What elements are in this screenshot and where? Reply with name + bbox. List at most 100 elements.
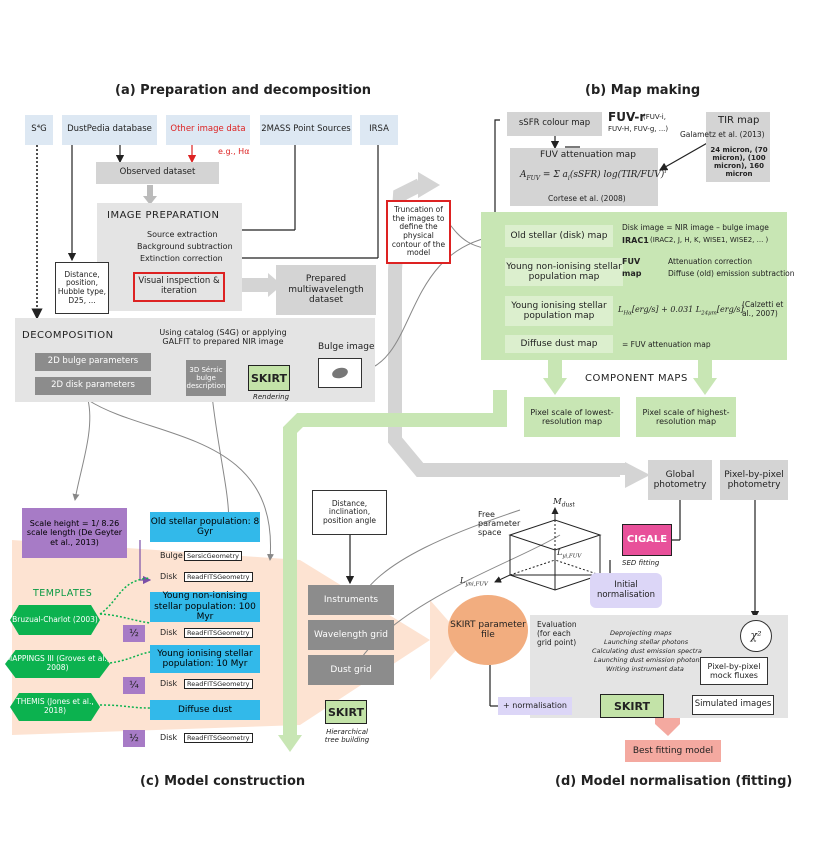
twomass-source: 2MASS Point Sources [260,115,352,145]
map-label: map [622,269,642,278]
tir-bands: 24 micron, (70 micron), (100 micron), 16… [710,146,768,178]
fits-geometry-yi: ReadFITSGeometry [184,679,253,689]
templates-title: TEMPLATES [33,588,93,599]
distance-inclination: Distance, inclination, position angle [312,490,387,535]
prep-step-3: Extinction correction [140,254,223,263]
diffuse-dust-map: Diffuse dust map [505,335,613,353]
evaluation-title: Evaluation (for each grid point) [537,620,577,647]
fits-geometry-yni: ReadFITSGeometry [184,628,253,638]
tir-map-title: TIR map [718,115,760,126]
attenuation-correction: Attenuation correction [668,257,753,266]
parameter-cube [494,507,613,591]
bulge-image-label: Bulge image [318,342,375,352]
fuv-attenuation-box [510,148,658,206]
fits-geometry-dust: ReadFITSGeometry [184,733,253,743]
disk-label-old: Disk [160,572,178,581]
wavelength-grid-box: Wavelength grid [308,620,394,650]
normalisation-step: + normalisation [498,697,572,715]
disk-parameters: 2D disk parameters [35,377,151,395]
old-population-box: Old stellar population: 8 Gyr [150,512,260,542]
section-b-title: (b) Map making [585,83,701,98]
lyi-axis: Lyi,FUV [557,548,582,560]
dust-grid-box: Dust grid [308,655,394,685]
irsa-source: IRSA [360,115,398,145]
fuv-attenuation-title: FUV attenuation map [540,150,636,160]
skirt-render-box: SKIRT [248,365,290,391]
skirt-parameter-file: SKIRT parameter file [448,595,528,665]
other-image-source: Other image data [166,115,250,145]
disk-label-dust: Disk [160,733,178,742]
tir-reference: Galametz et al. (2013) [680,130,765,139]
component-maps-title: COMPONENT MAPS [585,373,688,384]
young-ionising-box: Young ionising stellar population: 10 My… [150,645,260,673]
best-fitting-model: Best fitting model [625,740,721,762]
decomposition-note: Using catalog (S4G) or applying GALFIT t… [159,328,287,346]
pixel-photometry: Pixel-by-pixel photometry [720,460,788,500]
section-a-title: (a) Preparation and decomposition [115,83,372,98]
young-non-ionising-box: Young non-ionising stellar population: 1… [150,591,260,622]
free-parameter-label: Free parameter space [478,510,521,537]
prep-step-2: Background subtraction [137,242,233,251]
bruzual-charlot-template: Bruzual-Charlot (2003) [10,605,100,635]
truncation-step: Truncation of the images to define the p… [386,200,451,264]
sed-fitting-label: SED fitting [622,559,660,567]
eval-step-1: Deprojecting maps [610,629,672,637]
tir-map-box [706,112,770,182]
lyni-axis: Lyni,FUV [460,576,488,588]
fuv-r-note-1: (FUV-i, [643,113,666,121]
image-preparation-title: IMAGE PREPARATION [107,210,220,221]
disk-label-yi: Disk [160,679,178,688]
attenuation-formula: AFUV = Σ ai(sSFR) log(TIR/FUV)i [520,168,667,182]
prepared-dataset: Prepared multiwavelength dataset [276,265,376,315]
section-d-title: (d) Model normalisation (fitting) [555,774,793,789]
bulge-ellipse-icon [330,366,350,380]
old-map-desc-1: Disk image = NIR image – bulge image [622,223,769,232]
simulated-images: Simulated images [692,695,774,715]
fraction-half-2: ½ [123,730,145,747]
young-non-ionising-map: Young non-ionising stellar population ma… [505,258,623,286]
tree-building-label: Hierarchical tree building [324,728,370,744]
fits-geometry-old: ReadFITSGeometry [184,572,253,582]
visual-inspection: Visual inspection & iteration [133,272,225,302]
old-stellar-map: Old stellar (disk) map [505,225,613,247]
prep-step-1: Source extraction [147,230,218,239]
dustpedia-source: DustPedia database [62,115,157,145]
observed-dataset: Observed dataset [96,162,219,184]
diffuse-dust-desc: = FUV attenuation map [622,340,711,349]
lowest-resolution-scale: Pixel scale of lowest-resolution map [524,397,620,437]
mappings-template: MAPPINGS III (Groves et al., 2008) [5,650,110,678]
bulge-image-thumbnail [318,358,362,388]
disk-label-yni: Disk [160,628,178,637]
global-photometry: Global photometry [648,460,712,500]
fraction-quarter: ¼ [123,677,145,694]
ssfr-colour-map: sSFR colour map [507,112,602,136]
bulge-label: Bulge [160,551,183,560]
cortese-reference: Cortese et al. (2008) [548,194,626,203]
section-c-title: (c) Model construction [140,774,306,789]
galaxy-properties: Distance, position, Hubble type, D25, ..… [55,262,109,314]
rendering-label: Rendering [253,393,290,401]
old-map-desc-3: (IRAC2, J, H, K, WISE1, WISE2, ... ) [650,236,769,244]
fuv-r-note-2: FUV-H, FUV-g, ...) [608,125,669,133]
s4g-source: S⁴G [25,115,53,145]
bulge-parameters: 2D bulge parameters [35,353,151,371]
skirt-fit-box: SKIRT [600,694,664,718]
diffuse-subtraction: Diffuse (old) emission subtraction [668,269,795,278]
eval-step-4: Launching dust emission photons [594,656,704,664]
fuv-r-label: FUV-r [608,110,646,124]
mock-fluxes: Pixel-by-pixel mock fluxes [700,657,768,685]
eval-step-5: Writing instrument data [606,665,684,673]
young-ionising-map: Young ionising stellar population map [505,296,613,326]
scale-height: Scale height = 1/ 8.26 scale length (De … [22,508,127,558]
themis-template: THEMIS (Jones et al., 2018) [10,693,100,721]
calzetti-reference: (Calzetti et al., 2007) [742,300,784,318]
sersic-geometry: SersicGeometry [184,551,242,561]
mdust-axis: Mdust [553,497,575,509]
decomposition-title: DECOMPOSITION [22,330,114,341]
halpha-formula: LHα[erg/s] + 0.031 L24μm[erg/s] [618,305,744,317]
fraction-half-1: ½ [123,625,145,642]
eval-step-3: Calculating dust emission spectra [592,647,702,655]
chi-squared: χ² [740,620,772,652]
initial-normalisation: Initial normalisation [590,573,662,608]
cigale-box: CIGALE [622,524,672,556]
